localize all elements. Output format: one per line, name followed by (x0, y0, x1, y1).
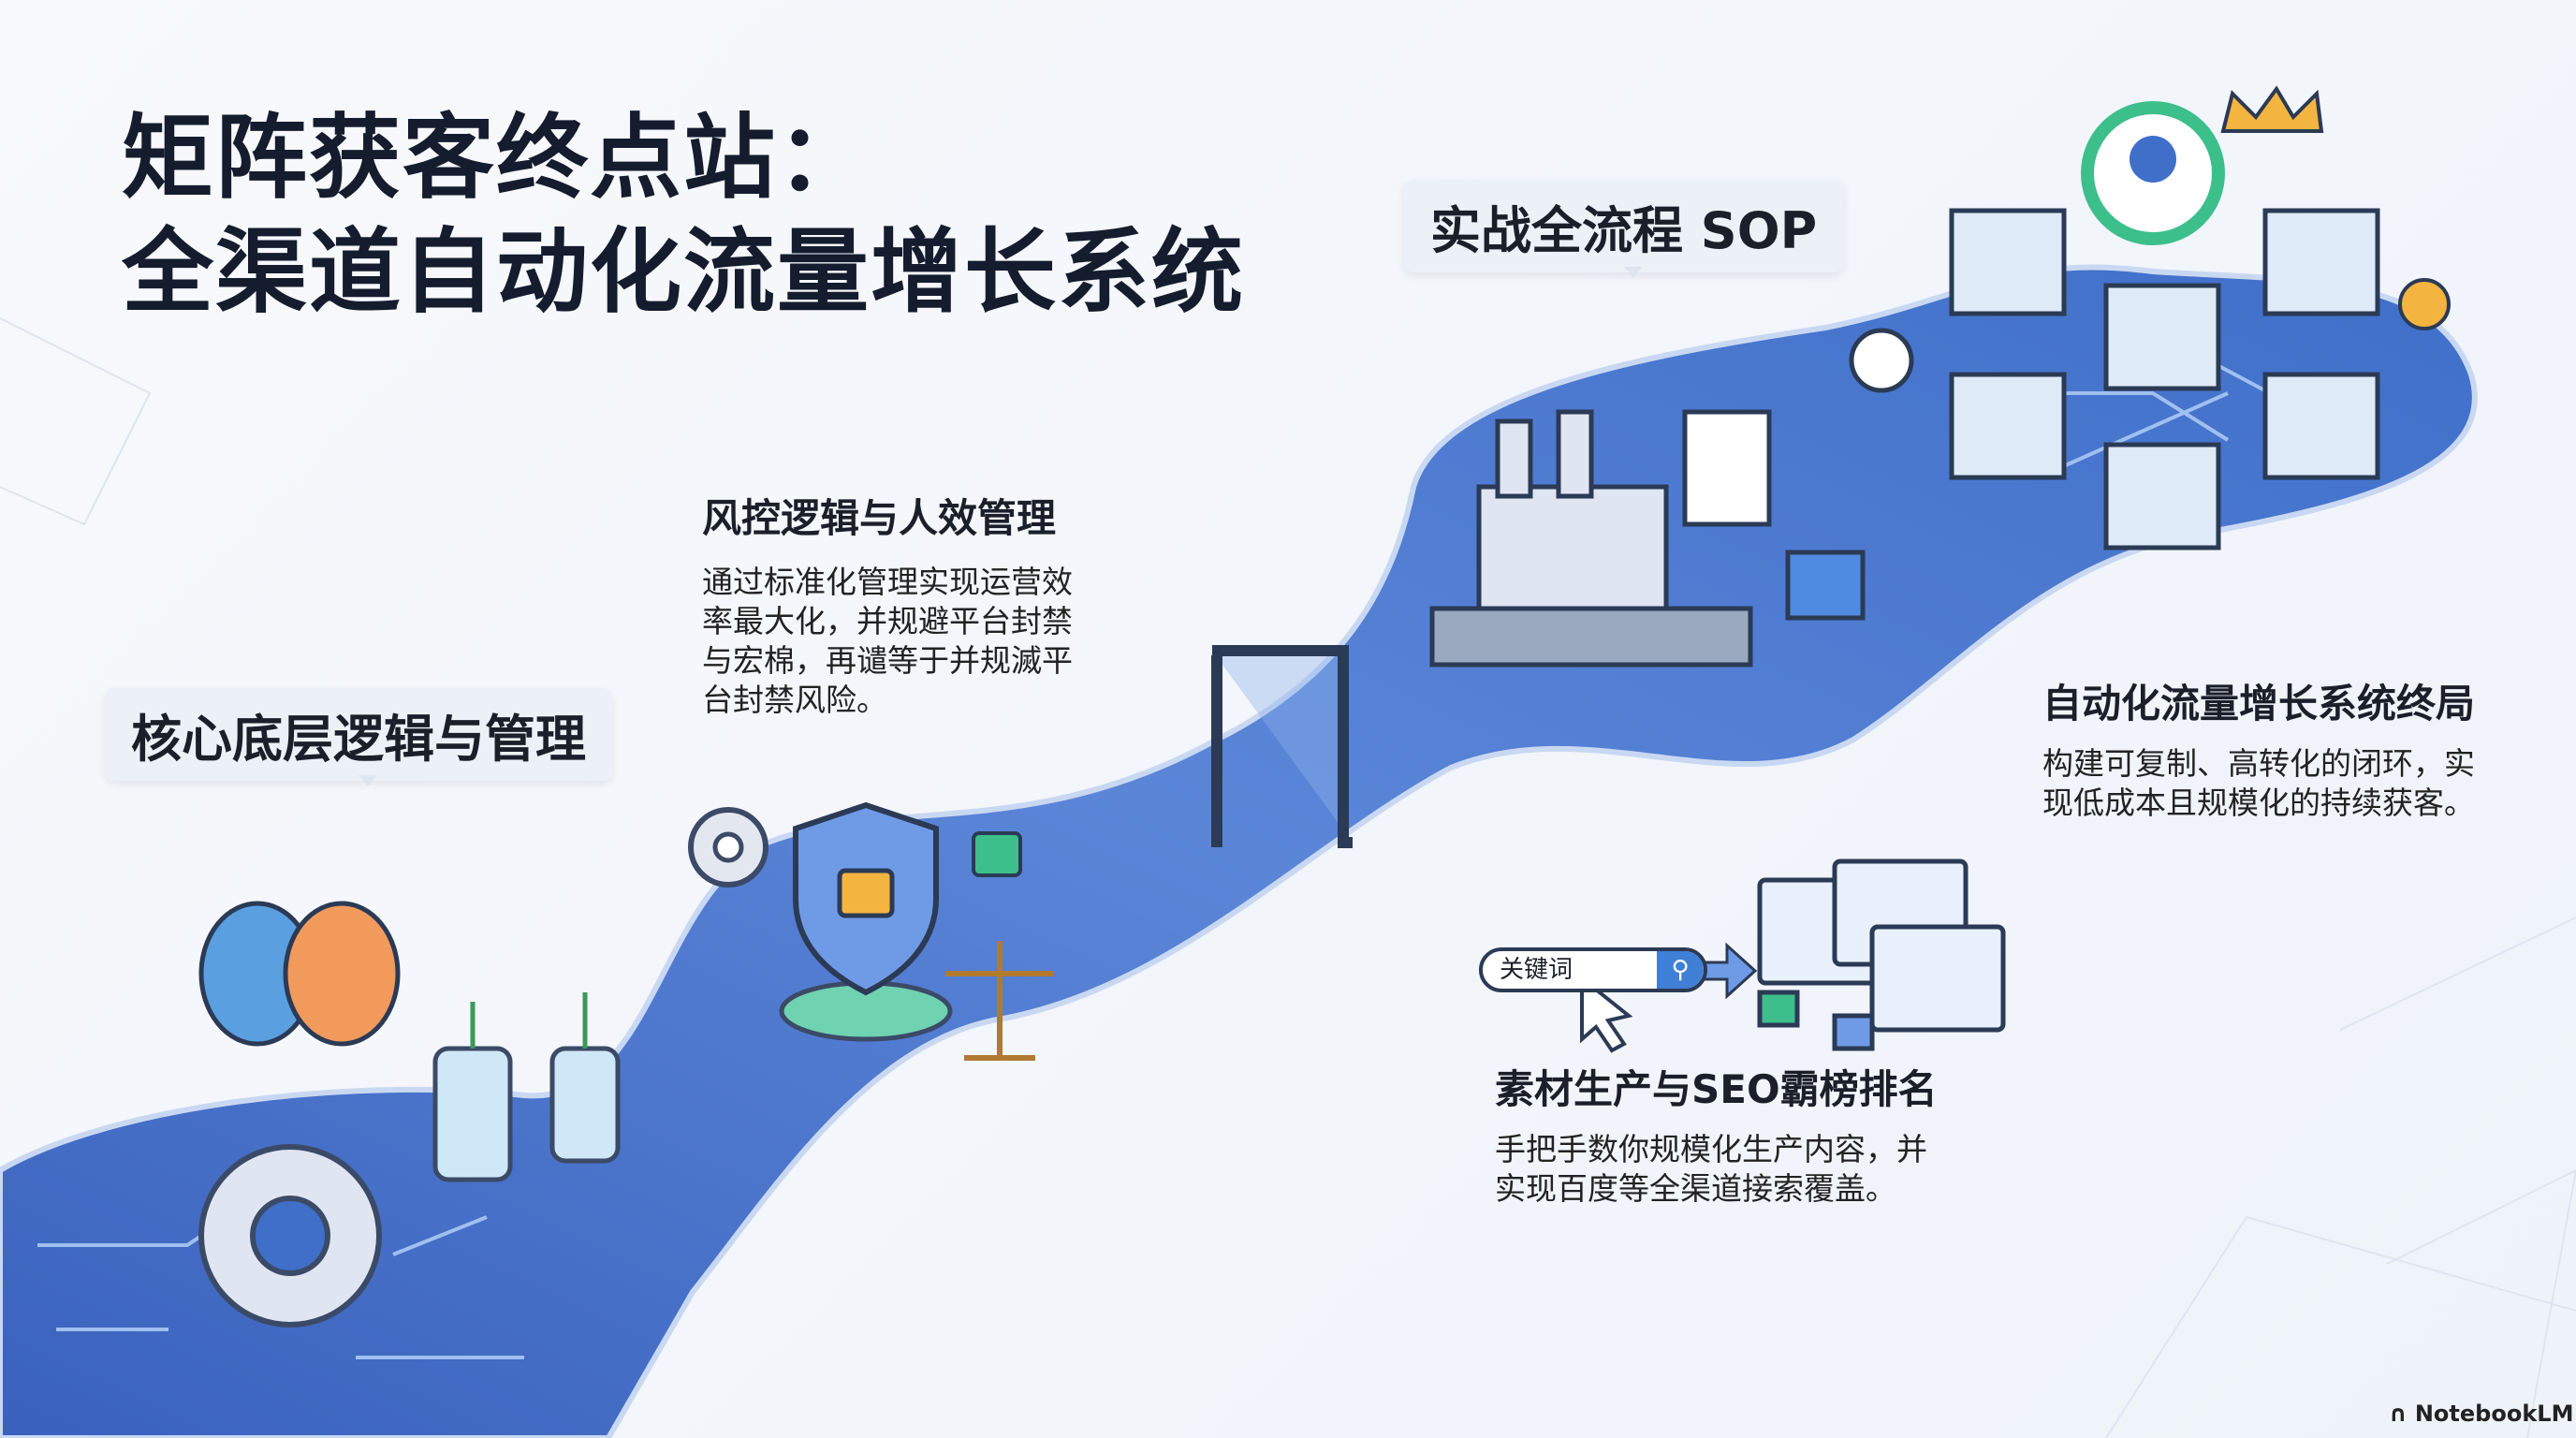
user-icon (1849, 328, 1914, 393)
brain-icon (198, 901, 401, 1047)
factory-icon (1429, 409, 1866, 668)
seo-section: 素材生产与SEO霸榜排名 手把手数你规模化生产内容，并 实现百度等全渠道接索覆盖… (1495, 1058, 1938, 1209)
user-target-icon (2081, 101, 2225, 245)
section-body-line: 实现百度等全渠道接索覆盖。 (1495, 1170, 1896, 1207)
growth-system-section: 自动化流量增长系统终局 构建可复制、高转化的闭环，实 现低成本且规模化的持续获客… (2042, 672, 2475, 823)
search-icon[interactable]: ⚲ (1657, 951, 1704, 989)
cursor-icon (1580, 974, 1633, 1053)
risk-management-section: 风控逻辑与人效管理 通过标准化管理实现运营效 率最大化，并规避平台封禁 与宏棉，… (702, 487, 1073, 720)
search-value: 关键词 (1500, 956, 1573, 984)
section-body-line: 台封禁风险。 (702, 682, 887, 718)
gear-icon (198, 1144, 382, 1328)
notebooklm-brand: ∩ NotebookLM (2389, 1401, 2573, 1427)
lock-icon (972, 831, 1022, 877)
sop-label: 实战全流程 SOP (1404, 180, 1844, 278)
section-heading: 风控逻辑与人效管理 (702, 495, 1057, 541)
gear-icon (688, 807, 768, 888)
section-body-line: 现低成本且规模化的持续获客。 (2042, 785, 2475, 821)
dollar-coin-icon (2398, 278, 2451, 330)
gateway-frame (1211, 645, 1353, 848)
scale-icon (945, 941, 1054, 1061)
section-body-line: 构建可复制、高转化的闭环，实 (2042, 745, 2475, 782)
server-cubes-icon (1949, 208, 2380, 550)
arrow-right-icon (1697, 942, 1758, 1000)
brand-text: NotebookLM (2414, 1401, 2574, 1427)
shield-lock-icon (779, 801, 953, 1042)
section-body-line: 率最大化，并规避平台封禁 (702, 603, 1073, 639)
notebooklm-logo-icon: ∩ (2389, 1401, 2415, 1427)
plant-jar-icon (432, 992, 621, 1182)
section-body-line: 与宏棉，再谴等于并规滅平 (702, 642, 1073, 679)
core-logic-label: 核心底层逻辑与管理 (105, 688, 612, 786)
keyword-search-input[interactable]: 关键词 ⚲ (1479, 947, 1707, 992)
web-pages-icon (1757, 858, 2006, 1051)
section-body-line: 手把手数你规模化生产内容，并 (1495, 1131, 1927, 1167)
page-title: 矩阵获客终点站：全渠道自动化流量增长系统 (122, 101, 1245, 330)
section-body-line: 通过标准化管理实现运营效 (702, 564, 1073, 600)
title-line-1: 矩阵获客终点站： (122, 105, 871, 212)
title-line-2: 全渠道自动化流量增长系统 (122, 219, 1246, 326)
circuit-lines (37, 354, 2341, 1359)
crown-icon (2220, 85, 2324, 133)
section-heading: 素材生产与SEO霸榜排名 (1495, 1066, 1938, 1112)
background-lines (0, 317, 2576, 1438)
section-heading: 自动化流量增长系统终局 (2042, 681, 2476, 726)
